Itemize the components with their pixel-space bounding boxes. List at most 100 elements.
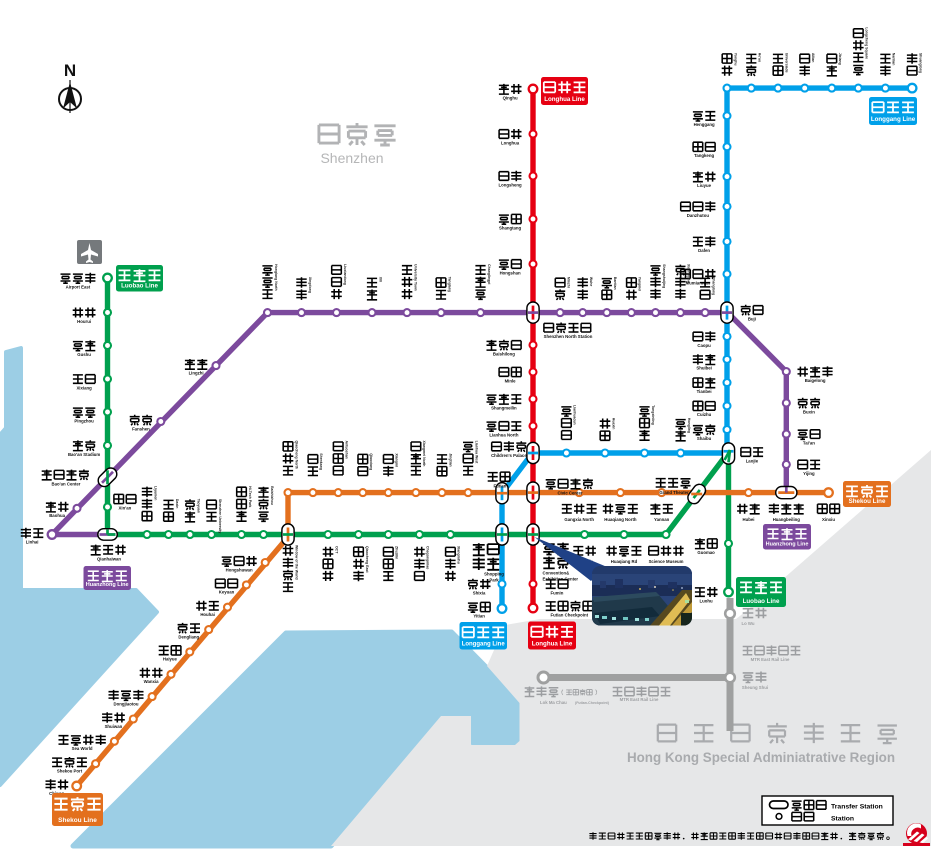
svg-text:Tangkeng: Tangkeng <box>694 153 714 158</box>
svg-text:Xili: Xili <box>378 277 382 282</box>
svg-text:University Town: University Town <box>413 264 417 291</box>
svg-text:N: N <box>64 61 76 80</box>
svg-text:Laojie: Laojie <box>746 458 759 463</box>
svg-text:Longgang Line: Longgang Line <box>462 642 506 648</box>
svg-text:Futian Checkpoint: Futian Checkpoint <box>551 612 589 617</box>
svg-text:Shenzhen North Station: Shenzhen North Station <box>544 334 593 339</box>
svg-text:Longgang Line: Longgang Line <box>871 116 916 123</box>
svg-text:Science Museum: Science Museum <box>649 559 684 564</box>
svg-text:Liuxiandong: Liuxiandong <box>343 264 347 285</box>
svg-text:Shenzhen University: Shenzhen University <box>218 499 222 533</box>
svg-text:Convention&: Convention& <box>543 571 570 576</box>
svg-text:Futian: Futian <box>494 484 507 489</box>
svg-text:Changlingpi: Changlingpi <box>487 264 491 284</box>
svg-text:Huaqiang North: Huaqiang North <box>604 517 637 522</box>
svg-text:Shuibei: Shuibei <box>696 366 712 371</box>
svg-text:Shopping: Shopping <box>484 572 504 577</box>
svg-text:Xixiang: Xixiang <box>76 385 92 390</box>
svg-text:Danzhutou: Danzhutou <box>687 213 710 218</box>
svg-text:Longcheng Square: Longcheng Square <box>865 27 869 59</box>
svg-text:Yonghu: Yonghu <box>733 53 737 66</box>
svg-text:Sea World: Sea World <box>72 746 93 751</box>
svg-text:Lo Wu: Lo Wu <box>741 621 754 626</box>
svg-text:Shenzhen: Shenzhen <box>320 150 383 166</box>
svg-text:Civic Center: Civic Center <box>557 491 582 496</box>
svg-text:Luobao Line: Luobao Line <box>743 598 780 605</box>
svg-text:Huaxin: Huaxin <box>611 418 615 430</box>
svg-text:Daxin: Daxin <box>175 499 179 509</box>
svg-text:Bao'an Stadium: Bao'an Stadium <box>68 452 100 457</box>
svg-text:Shenkang: Shenkang <box>319 453 323 470</box>
svg-text:Window of the World: Window of the World <box>294 545 298 580</box>
svg-text:Jingtian: Jingtian <box>448 453 452 466</box>
svg-text:Minzhi: Minzhi <box>566 277 570 288</box>
svg-text:Station: Station <box>831 816 854 823</box>
svg-text:Jixiang: Jixiang <box>838 53 842 65</box>
svg-text:Dengliang: Dengliang <box>178 634 199 639</box>
svg-text:Hongling: Hongling <box>687 418 691 433</box>
svg-text:Qinghu: Qinghu <box>503 95 518 100</box>
svg-text:Shaibu: Shaibu <box>697 436 712 441</box>
svg-text:Yannan: Yannan <box>654 517 670 522</box>
svg-text:Changlong: Changlong <box>711 277 715 295</box>
svg-text:Xingdong: Xingdong <box>308 277 312 293</box>
svg-text:Keyuan: Keyuan <box>219 590 235 595</box>
svg-text:Linhai: Linhai <box>26 539 39 544</box>
svg-text:Longsheng: Longsheng <box>499 182 523 187</box>
svg-text:Honglang North: Honglang North <box>274 264 278 290</box>
svg-text:Fumin: Fumin <box>550 590 563 595</box>
svg-text:Hong Kong Special Adminiatrati: Hong Kong Special Adminiatrative Region <box>627 750 895 765</box>
svg-text:Wuhe: Wuhe <box>589 277 593 287</box>
svg-text:Luohu: Luohu <box>700 598 713 603</box>
svg-text:Shekou Port: Shekou Port <box>57 769 83 774</box>
svg-text:Shekou Line: Shekou Line <box>849 498 886 505</box>
svg-text:Lianhuacun: Lianhuacun <box>573 405 577 425</box>
svg-text:Qiaocheng North: Qiaocheng North <box>294 441 298 469</box>
svg-text:Universiade: Universiade <box>784 53 788 73</box>
svg-text:Cuizhu: Cuizhu <box>697 412 712 417</box>
svg-text:Longhua: Longhua <box>501 140 520 145</box>
svg-text:Baigelong: Baigelong <box>805 378 826 383</box>
svg-text:Shixia: Shixia <box>473 590 486 595</box>
svg-text:Shangshuijing: Shangshuijing <box>662 264 666 288</box>
svg-text:Lok Ma Chau: Lok Ma Chau <box>540 700 567 705</box>
svg-text:Buxin: Buxin <box>803 409 815 414</box>
svg-text:Yangmei: Yangmei <box>638 277 642 291</box>
svg-text:Taoyuan: Taoyuan <box>196 499 200 513</box>
svg-text:Shangtang: Shangtang <box>499 225 522 230</box>
svg-text:Henggang: Henggang <box>694 122 715 127</box>
svg-text:Qiaocheng East: Qiaocheng East <box>365 546 369 573</box>
svg-text:Ailian: Ailian <box>811 53 815 63</box>
svg-text:Xinxiu: Xinxiu <box>822 517 835 522</box>
svg-text:Hubei: Hubei <box>743 517 755 522</box>
svg-text:Airport East: Airport East <box>66 284 91 289</box>
svg-text:Mumianwan: Mumianwan <box>686 280 711 285</box>
svg-text:Wanxia: Wanxia <box>144 679 159 684</box>
svg-text:Longhua Line: Longhua Line <box>544 96 585 103</box>
svg-text:Hi-Tech Park: Hi-Tech Park <box>248 486 252 507</box>
svg-text:Shekou Line: Shekou Line <box>58 817 97 824</box>
svg-text:Huangbeiling: Huangbeiling <box>773 517 801 522</box>
svg-text:Tai'an: Tai'an <box>803 440 815 445</box>
svg-text:Lianhua West: Lianhua West <box>474 441 478 465</box>
svg-text:Baishizhou: Baishizhou <box>270 486 274 505</box>
svg-text:Grand Theater: Grand Theater <box>659 490 689 495</box>
svg-text:Fanshen: Fanshen <box>132 426 150 431</box>
svg-text:Liuyue: Liuyue <box>697 183 711 188</box>
svg-text:Qianhaiwan: Qianhaiwan <box>97 557 121 562</box>
svg-text:Gushu: Gushu <box>77 352 91 357</box>
svg-text:Zhuzilin: Zhuzilin <box>395 546 399 559</box>
svg-text:Qiaoxiang: Qiaoxiang <box>369 453 373 470</box>
svg-text:Gangxia North: Gangxia North <box>564 517 594 522</box>
svg-text:Xiangmi: Xiangmi <box>395 453 399 467</box>
svg-text:Longhua Line: Longhua Line <box>532 641 573 648</box>
svg-text:Baishilong: Baishilong <box>493 351 515 356</box>
svg-text:Dongjiaotou: Dongjiaotou <box>113 701 138 706</box>
svg-text:Xiangmei North: Xiangmei North <box>422 441 426 467</box>
svg-text:Tanglang: Tanglang <box>447 277 451 292</box>
svg-text:Hongshan: Hongshan <box>500 270 521 275</box>
svg-text:MTR East Rail Line: MTR East Rail Line <box>751 657 790 662</box>
svg-text:Bantian: Bantian <box>613 277 617 290</box>
svg-text:Buji: Buji <box>748 316 756 321</box>
svg-text:Shangmeilin: Shangmeilin <box>491 405 517 410</box>
